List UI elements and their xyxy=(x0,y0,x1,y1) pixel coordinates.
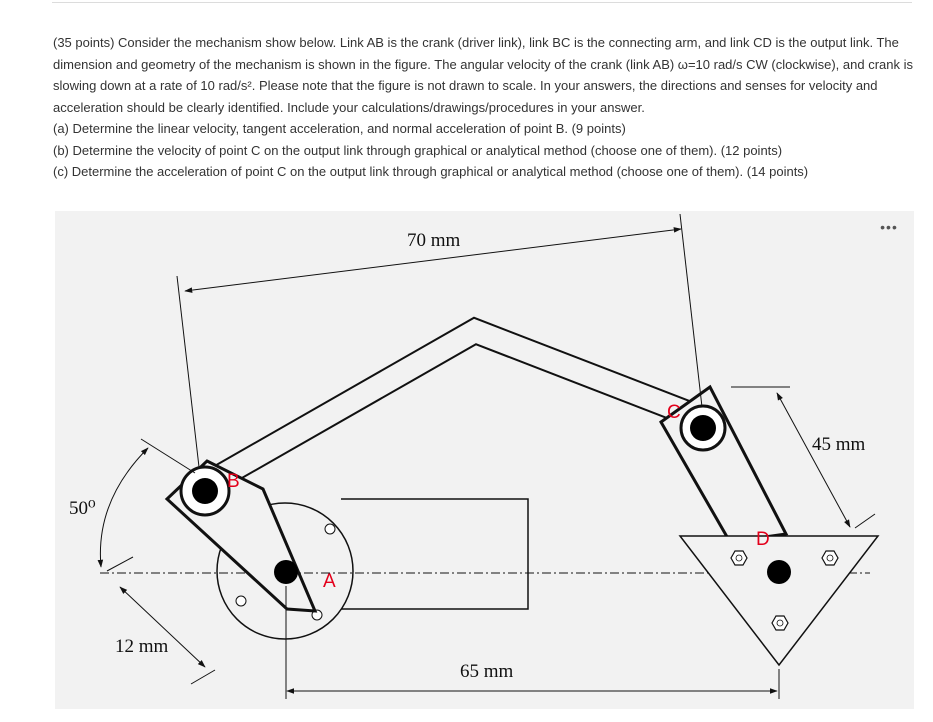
angle-label-50: 50⁰ xyxy=(69,498,96,519)
problem-intro: (35 points) Consider the mechanism show … xyxy=(53,35,913,115)
mechanism-figure: 70 mm 45 mm 65 mm 12 mm 50⁰ A B C D xyxy=(55,211,914,709)
dim-label-45: 45 mm xyxy=(812,434,866,455)
angle-arc-50 xyxy=(97,447,149,568)
disc-bolt-hole xyxy=(311,609,323,621)
point-label-c: C xyxy=(667,402,681,423)
point-label-a: A xyxy=(323,571,336,592)
mechanism-diagram: 70 mm 45 mm 65 mm 12 mm 50⁰ A B C D xyxy=(69,213,880,699)
top-divider xyxy=(52,2,912,3)
extension-line xyxy=(679,213,703,408)
dim-line-45 xyxy=(776,392,851,528)
extension-line xyxy=(106,556,134,572)
link-bc-inner xyxy=(203,318,699,493)
ground-triangle xyxy=(678,535,880,667)
extension-line xyxy=(176,275,200,468)
more-options-button[interactable]: ••• xyxy=(880,219,898,235)
ground-frame xyxy=(341,498,529,610)
disc-bolt-hole xyxy=(235,595,247,607)
problem-part-c: (c) Determine the acceleration of point … xyxy=(53,164,809,179)
extension-line xyxy=(854,513,876,529)
joint-d-pin xyxy=(767,560,791,584)
joint-a-pin xyxy=(274,560,298,584)
nut-hole xyxy=(735,554,743,562)
point-label-b: B xyxy=(227,471,240,492)
extension-line xyxy=(190,669,216,685)
problem-part-b: (b) Determine the velocity of point C on… xyxy=(53,142,783,158)
dim-label-70: 70 mm xyxy=(407,230,461,251)
disc-bolt-hole xyxy=(324,523,336,535)
joint-b-pin xyxy=(192,478,218,504)
problem-statement: (35 points) Consider the mechanism show … xyxy=(53,32,918,183)
dim-line-12 xyxy=(119,586,206,668)
point-label-d: D xyxy=(756,529,770,550)
nut-hole xyxy=(776,619,784,627)
angle-reference-line xyxy=(140,438,196,474)
joint-c-pin xyxy=(690,415,716,441)
dim-line-70 xyxy=(184,227,682,293)
problem-part-a: (a) Determine the linear velocity, tange… xyxy=(53,121,626,136)
nut-hole xyxy=(826,554,834,562)
dim-label-12: 12 mm xyxy=(115,636,169,657)
dim-label-65: 65 mm xyxy=(460,661,514,682)
